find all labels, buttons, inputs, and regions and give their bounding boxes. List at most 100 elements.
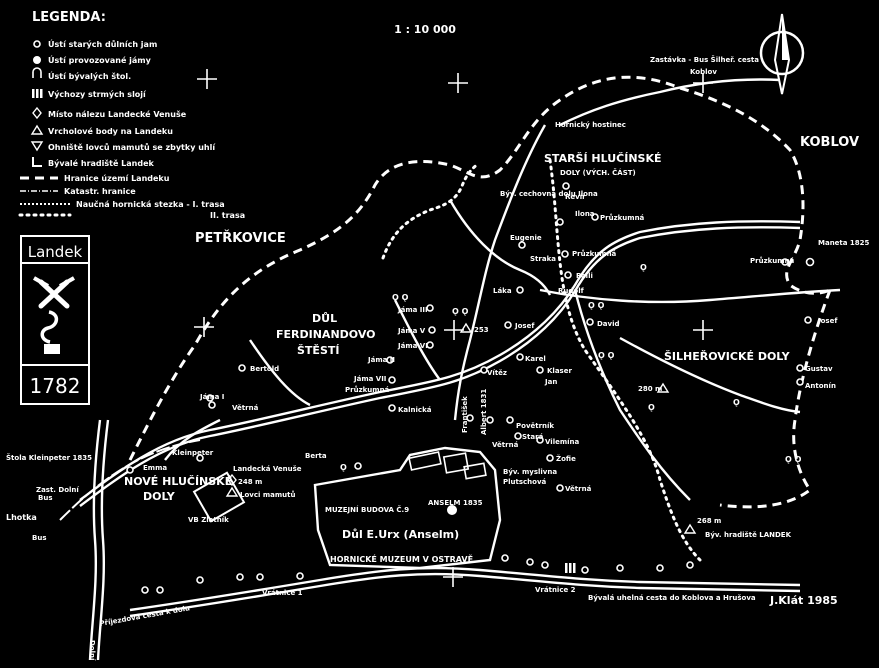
svg-text:Ǫ Ǫ: Ǫ Ǫ xyxy=(392,293,409,302)
label-frantisek: František xyxy=(461,396,469,433)
label-pali: Palli xyxy=(576,272,593,280)
area-budova: MUZEJNÍ BUDOVA Č.9 xyxy=(325,505,409,514)
label-vratnice-2: Vrátnice 2 xyxy=(535,586,576,594)
label-zast-dolni: Zast. Dolní xyxy=(36,486,79,494)
label-268: 268 m xyxy=(697,517,721,525)
area-urx: Důl E.Urx (Anselm) xyxy=(342,528,459,541)
label-landecka: Landecká Venuše xyxy=(233,465,302,473)
label-vilemina: Vilemína xyxy=(545,438,580,446)
label-stola: Štola Kleinpeter 1835 xyxy=(6,453,92,462)
area-starsi: STARŠÍ HLUČÍNSKÉ xyxy=(544,152,662,165)
emblem-year: 1782 xyxy=(30,374,81,398)
svg-text:Ǫ Ǫ: Ǫ Ǫ xyxy=(452,307,469,316)
legend-item: Vrcholové body na Landeku xyxy=(48,126,173,136)
label-jama-v: Jáma V xyxy=(397,327,426,335)
svg-text:Ǫ: Ǫ xyxy=(640,263,647,272)
scale-label: 1 : 10 000 xyxy=(394,23,456,36)
label-josef-1: Josef xyxy=(514,322,535,330)
label-248: 248 m xyxy=(238,478,262,486)
shaft-markers xyxy=(126,182,815,594)
label-vitez: Vítěz xyxy=(487,369,507,377)
label-bertold: Bertold xyxy=(250,365,279,373)
label-cechovna: Býv. cechovna dolu Ilona xyxy=(500,189,598,198)
area-ferd-2: FERDINANDOVO xyxy=(276,328,376,341)
label-laka: Láka xyxy=(493,287,512,295)
label-antonin: Antonín xyxy=(805,382,836,390)
hillfort-icon xyxy=(32,157,42,167)
svg-text:Ǫ Ǫ: Ǫ Ǫ xyxy=(785,455,802,464)
label-klaser: Klaser xyxy=(547,367,572,375)
miner-figure-icon xyxy=(40,310,60,354)
label-revier: Revír xyxy=(565,193,586,201)
legend-item: Ohniště lovců mamutů se zbytky uhlí xyxy=(48,142,216,152)
anselm-shaft-icon xyxy=(447,505,457,515)
label-vetrna-3: Větrná xyxy=(565,485,592,493)
label-kleinpeter: Kleinpeter xyxy=(172,449,214,457)
label-eugenie: Eugenie xyxy=(510,234,542,242)
legend-item: Výchozy strmých slojí xyxy=(48,90,147,99)
label-maneta: Maneta 1825 xyxy=(818,239,870,247)
label-karel: Karel xyxy=(525,355,546,363)
label-jama-ii: Jáma II xyxy=(367,356,395,364)
label-bus: Bus xyxy=(38,494,53,502)
legend-item: Hranice území Landeku xyxy=(64,174,170,183)
legend-item: Ústí starých důlních jam xyxy=(48,38,157,49)
label-stara: Stará xyxy=(522,433,544,441)
label-rudolf: Rudolf xyxy=(558,287,585,295)
forest-marks: Ǫ Ǫ Ǫ Ǫ Ǫ Ǫ Ǫ Ǫ Ǫ Ǫ Ǫ Ǫ Ǫ Ǫ xyxy=(340,263,802,472)
label-pruzkumna-4: Průzkumná xyxy=(345,385,390,394)
label-lhotka: Lhotka xyxy=(6,513,37,522)
area-doly-vychod: DOLY (VÝCH. ČÁST) xyxy=(560,168,636,177)
inner-boundary xyxy=(381,162,480,260)
label-byvala-cesta: Bývalá uhelná cesta do Koblova a Hrušova xyxy=(588,593,756,602)
legend-item: Místo nálezu Landecké Venuše xyxy=(48,109,187,119)
label-ilona: Ilona xyxy=(575,210,595,218)
label-emma: Emma xyxy=(143,464,167,472)
legend-item: Katastr. hranice xyxy=(64,187,136,196)
label-povetrnik: Povětrník xyxy=(516,422,554,430)
label-hostinec: Hornický hostinec xyxy=(555,120,626,129)
territory-boundary xyxy=(128,75,831,461)
label-jama-i: Jáma I xyxy=(199,393,224,401)
label-peak-280: 280 m xyxy=(638,385,662,393)
area-muzeum: HORNICKÉ MUZEUM V OSTRAVĚ xyxy=(330,553,473,564)
label-pruzkumna-1: Průzkumná xyxy=(600,213,645,222)
label-jama-iii: Jáma III xyxy=(397,306,428,314)
railway xyxy=(59,439,201,521)
label-berta: Berta xyxy=(305,452,327,460)
label-josef-2: Josef xyxy=(817,317,838,325)
legend: LEGENDA: Ústí starých důlních jam Ústí p… xyxy=(18,10,245,220)
active-shaft-icon xyxy=(33,56,41,64)
area-anselm: ANSELM 1835 xyxy=(428,499,483,507)
area-koblov: KOBLOV xyxy=(800,135,859,150)
museum-complex xyxy=(192,446,502,570)
label-jan: Jan xyxy=(544,378,557,386)
territory-boundary-east xyxy=(719,289,832,509)
peak-icon xyxy=(30,124,44,135)
venus-find-icon xyxy=(32,106,42,120)
label-zofie: Žofie xyxy=(556,454,576,463)
legend-item: II. trasa xyxy=(210,211,245,220)
grid-crosses xyxy=(194,69,713,587)
legend-item: Naučná hornická stezka - I. trasa xyxy=(76,199,225,209)
legend-item: Bývalé hradiště Landek xyxy=(48,158,155,168)
label-vb-zlatnik: VB Zlatník xyxy=(188,516,229,524)
area-silher: ŠILHEŘOVICKÉ DOLY xyxy=(664,350,791,363)
label-zastavka: Zastávka - Bus Šilheř. cesta xyxy=(650,55,759,64)
hearth-icon xyxy=(30,141,44,152)
area-ferd-3: ŠTĚSTÍ xyxy=(297,344,339,357)
label-jama-vi: Jáma VI xyxy=(397,342,428,350)
label-hradiste: Býv. hradiště LANDEK xyxy=(705,530,792,539)
label-gustav: Gustav xyxy=(805,365,833,373)
adit-icon xyxy=(32,67,42,78)
old-shaft-icon xyxy=(33,40,41,48)
svg-text:Ǫ: Ǫ xyxy=(648,403,655,412)
svg-text:Ǫ Ǫ: Ǫ Ǫ xyxy=(598,351,615,360)
svg-text:Ǫ Ǫ: Ǫ Ǫ xyxy=(588,301,605,310)
label-vetrna-1: Větrná xyxy=(232,404,259,412)
label-pruzkumna-2: Průzkumná xyxy=(572,249,617,258)
label-lovci: Lovci mamutů xyxy=(240,490,295,499)
outcrop-icon xyxy=(32,89,43,98)
inner-boundary-2 xyxy=(548,158,702,562)
